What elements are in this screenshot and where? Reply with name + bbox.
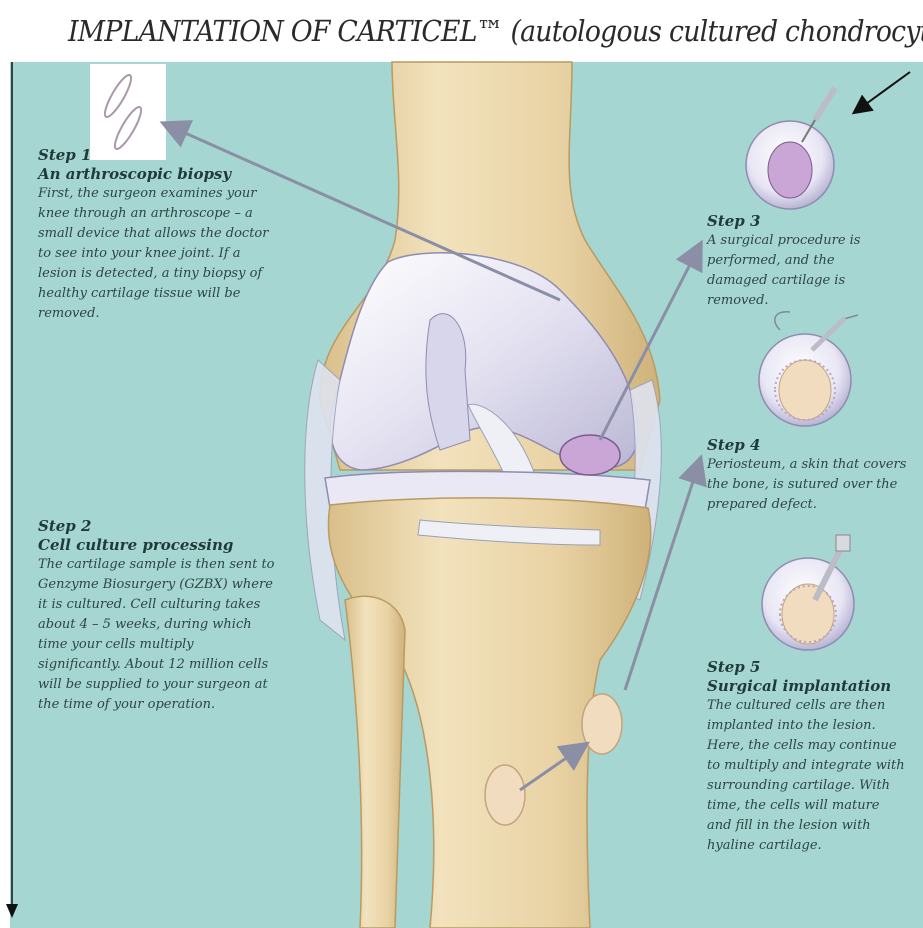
step-4-annotation: Step 4 Periosteum, a skin that covers th… [707,436,907,515]
step-5-label: Step 5 [707,658,907,677]
step-1-annotation: Step 1 An arthroscopic biopsy First, the… [38,146,278,324]
step-5-heading: Surgical implantation [707,677,907,696]
cultured-cells-disc-1 [582,694,622,754]
step5-disc-illustration [762,535,854,650]
step-2-label: Step 2 [38,517,276,536]
step-5-annotation: Step 5 Surgical implantation The culture… [707,658,907,856]
step-4-body: Periosteum, a skin that covers the bone,… [707,455,907,515]
step-1-body: First, the surgeon examines your knee th… [38,184,278,324]
step-1-label: Step 1 [38,146,278,165]
left-frame-arrow [6,62,18,918]
step-5-body: The cultured cells are then implanted in… [707,696,907,856]
step-2-annotation: Step 2 Cell culture processing The carti… [38,517,276,715]
step-3-annotation: Step 3 A surgical procedure is performed… [707,212,897,311]
step-2-body: The cartilage sample is then sent to Gen… [38,555,276,715]
step-1-heading: An arthroscopic biopsy [38,165,278,184]
step-4-label: Step 4 [707,436,907,455]
step-2-heading: Cell culture processing [38,536,276,555]
cultured-cells-disc-2 [485,765,525,825]
step-3-label: Step 3 [707,212,897,231]
step-3-body: A surgical procedure is performed, and t… [707,231,897,311]
arrow-corner-black [855,72,910,112]
fibula-bone [345,596,405,928]
step4-disc-illustration [759,312,858,426]
step3-disc-illustration [746,88,835,209]
cartilage-lesion [560,435,620,475]
